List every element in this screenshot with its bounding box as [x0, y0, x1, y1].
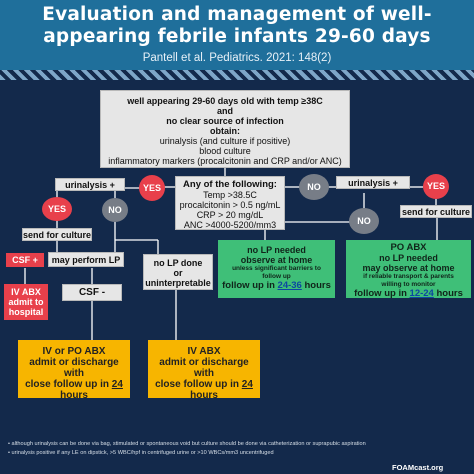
iv-abx-unit: hours — [190, 390, 218, 401]
iv-or-po-hours: 24 — [111, 379, 123, 390]
iv-or-po-line-1: IV or PO ABX — [42, 346, 106, 357]
iv-abx-follow: close follow up in — [155, 379, 239, 390]
may-perform-lp-box: may perform LP — [48, 252, 124, 267]
no-lp-line-2: or — [173, 268, 183, 278]
iv-abx-hours: 24 — [241, 379, 253, 390]
footnote-2: • urinalysis positive if any LE on dipst… — [8, 450, 274, 456]
observe-at-home: observe at home — [240, 255, 313, 265]
iv-abx-line-2: admit to — [8, 297, 44, 307]
no-lp-needed: no LP needed — [247, 245, 306, 255]
transport-note-2: willing to monitor — [381, 280, 436, 288]
iv-or-po-line-2: admit or discharge with — [29, 357, 119, 379]
po-no-lp: no LP needed — [379, 253, 438, 263]
urinalysis-line: urinalysis (and culture if positive) — [159, 136, 291, 146]
iv-or-po-abx-box: IV or PO ABX admit or discharge with clo… — [18, 340, 130, 401]
yes-circle-right: YES — [423, 174, 449, 199]
iv-abx-title: IV ABX — [187, 346, 221, 357]
no-circle-left: NO — [102, 198, 128, 222]
criterion-anc: ANC >4000-5200/mm3 — [183, 220, 277, 230]
yes-circle-left: YES — [42, 197, 72, 221]
transport-note-1: if reliable transport & parents — [363, 273, 454, 280]
po-follow-line: follow up in 12-24 hours — [346, 288, 471, 299]
po-hours: 12-24 — [409, 288, 434, 299]
po-follow: follow up in — [354, 288, 407, 299]
iv-abx-follow-line: close follow up in 24 — [148, 379, 260, 390]
title-line-1: Evaluation and management of well- — [42, 4, 432, 25]
po-abx-box: PO ABX no LP needed may observe at home … — [346, 240, 471, 299]
no-lp-unit: hours — [304, 280, 331, 291]
no-circle-right: NO — [349, 208, 379, 234]
urinalysis-positive-right: urinalysis + — [336, 176, 410, 189]
no-circle-center-right: NO — [299, 174, 329, 200]
iv-or-po-line-3: close follow up in 24 — [18, 379, 130, 390]
no-lp-hours: 24-36 — [277, 280, 302, 291]
send-for-culture-left: send for culture — [22, 228, 92, 241]
yes-circle-center-left: YES — [139, 175, 165, 201]
no-lp-done-box: no LP done or uninterpretable — [143, 254, 213, 290]
footnote-1: • although urinalysis can be done via ba… — [8, 441, 366, 447]
po-abx-title: PO ABX — [390, 242, 427, 253]
criteria-line: well appearing 29-60 days old with temp … — [127, 96, 323, 106]
criterion-temp: Temp >38.5C — [203, 190, 257, 200]
title-line-2: appearing febrile infants 29-60 days — [43, 26, 431, 47]
iv-abx-line-3: hospital — [8, 307, 44, 317]
csf-negative-box: CSF - — [62, 284, 122, 301]
po-unit: hours — [436, 288, 463, 299]
and-line: and — [216, 106, 233, 116]
no-lp-observe-box: no LP needed observe at home unless sign… — [218, 240, 335, 298]
po-observe: may observe at home — [362, 263, 455, 273]
divider-stripe — [0, 70, 474, 80]
iv-abx-admit-box: IV ABX admit to hospital — [4, 284, 48, 320]
barriers-note-1: unless significant barriers to — [232, 265, 321, 272]
barriers-note-2: follow up — [262, 272, 291, 280]
no-lp-follow-line: follow up in 24-36 hours — [218, 280, 335, 292]
csf-positive-box: CSF + — [6, 253, 44, 267]
citation-subtitle: Pantell et al. Pediatrics. 2021: 148(2) — [142, 52, 332, 64]
iv-abx-line-1: IV ABX — [11, 287, 41, 297]
no-lp-line-3: uninterpretable — [145, 278, 211, 288]
any-of-title: Any of the following: — [183, 179, 277, 190]
iv-abx-box: IV ABX admit or discharge with close fol… — [148, 340, 260, 401]
iv-or-po-unit: hours — [60, 390, 88, 401]
send-for-culture-right: send for culture — [400, 205, 472, 218]
any-of-following-box: Any of the following: Temp >38.5C procal… — [175, 176, 285, 230]
header-banner: Evaluation and management of well- appea… — [0, 0, 474, 70]
inflammatory-markers-line: inflammatory markers (procalcitonin and … — [108, 156, 342, 166]
page-title: Evaluation and management of well- appea… — [0, 4, 474, 48]
no-lp-line-1: no LP done — [153, 258, 203, 268]
urinalysis-positive-left: urinalysis + — [55, 178, 125, 191]
iv-abx-admit: admit or discharge with — [159, 357, 249, 379]
footer-notes — [0, 435, 474, 474]
blood-culture-line: blood culture — [199, 146, 251, 156]
criterion-procalcitonin: procalcitonin > 0.5 ng/mL — [179, 200, 281, 210]
iv-or-po-follow: close follow up in — [25, 379, 109, 390]
no-lp-follow: follow up in — [222, 280, 275, 291]
initial-evaluation-box: well appearing 29-60 days old with temp … — [100, 90, 350, 168]
criterion-crp: CRP > 20 mg/dL — [196, 210, 264, 220]
no-source-line: no clear source of infection — [166, 116, 284, 126]
brand-label: FOAMcast.org — [392, 463, 444, 472]
obtain-line: obtain: — [210, 126, 240, 136]
